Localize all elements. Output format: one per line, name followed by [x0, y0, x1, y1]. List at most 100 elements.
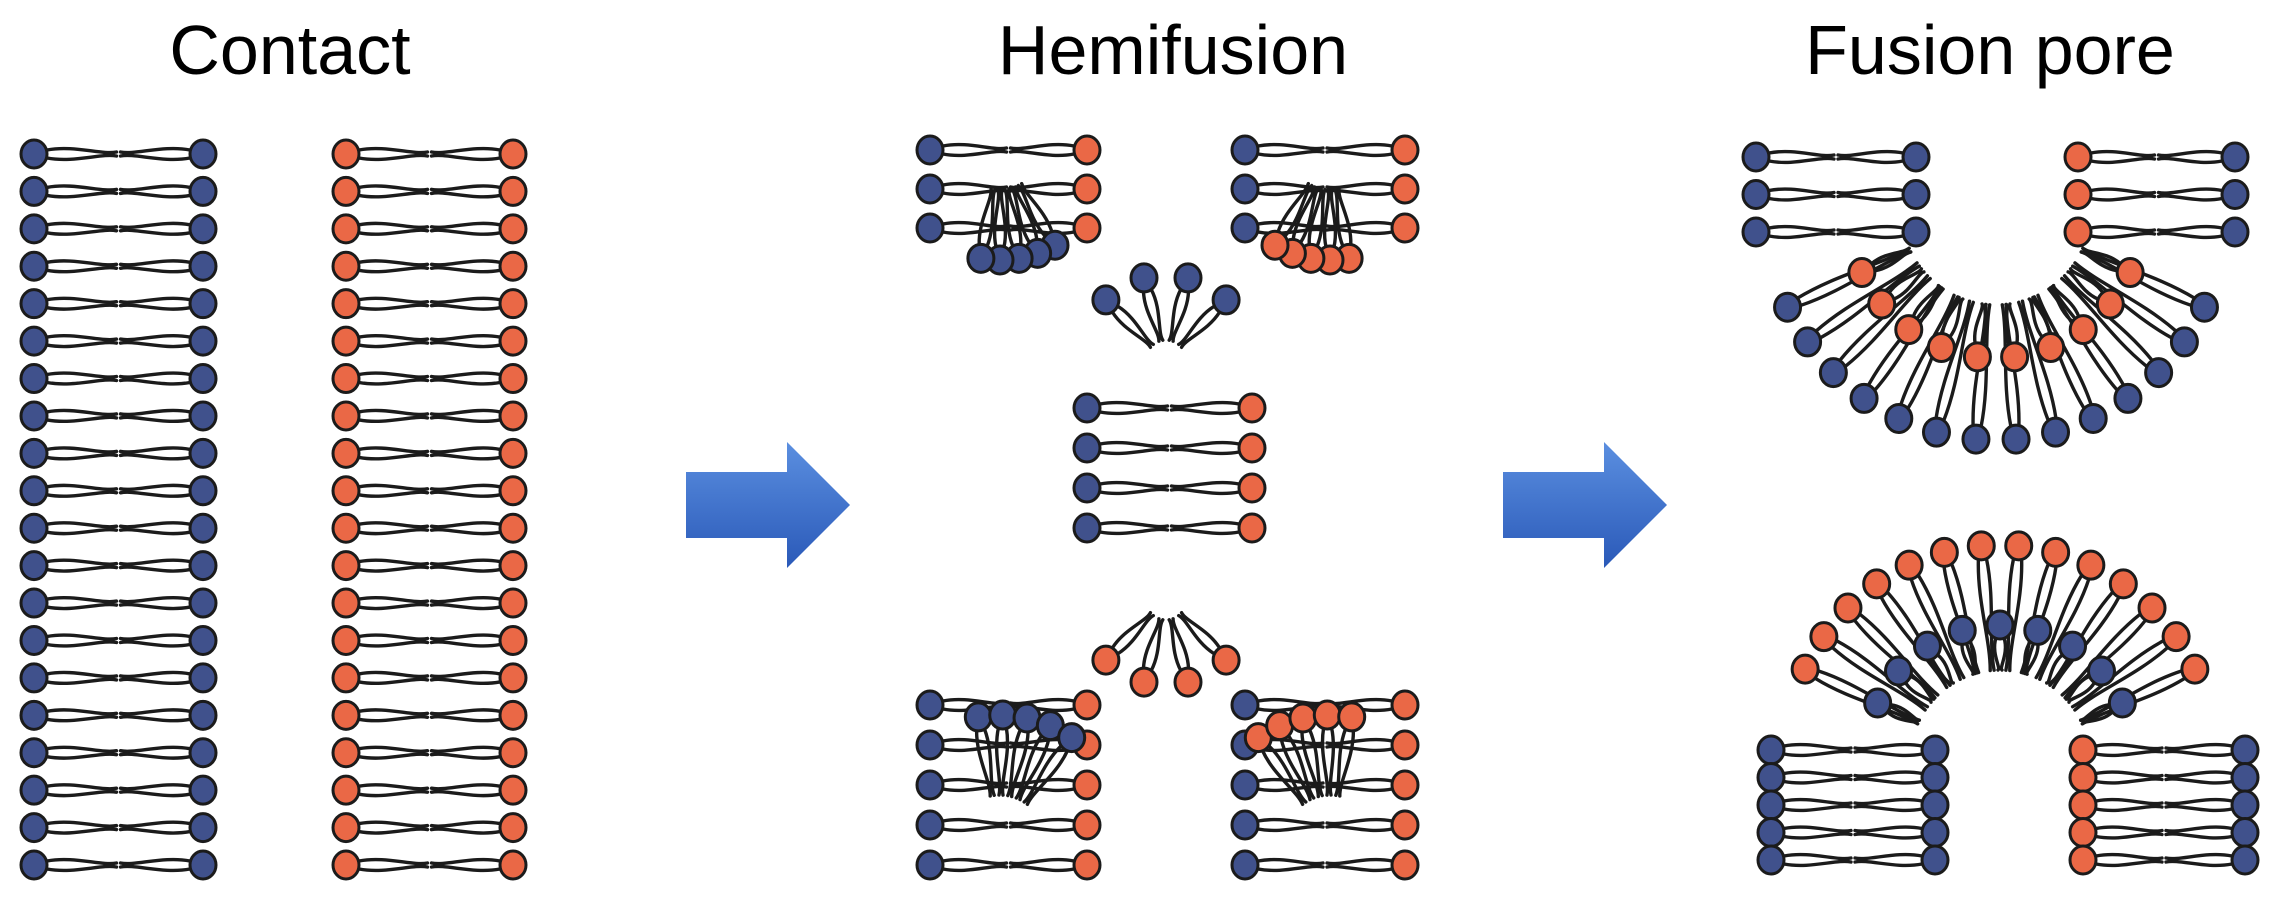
- lipid-tail: [118, 146, 192, 155]
- lipid-tail: [45, 191, 119, 199]
- lipid-tail: [2164, 859, 2234, 868]
- lipid-head: [188, 288, 218, 320]
- lipid-head: [1390, 849, 1420, 881]
- lipid-tail: [1315, 188, 1327, 248]
- lipid-tail: [1169, 407, 1241, 416]
- lipid-head: [498, 587, 528, 619]
- lipid-tail: [1256, 824, 1325, 833]
- lipid-tail: [999, 188, 1008, 249]
- lipid-tail: [1337, 187, 1353, 247]
- lipid-head: [331, 475, 361, 507]
- lipid-tail: [118, 340, 192, 349]
- lipid-tail: [1020, 181, 1054, 234]
- lipid-tail: [1325, 864, 1394, 873]
- lipid-head: [2230, 734, 2260, 766]
- lipid-tail: [429, 827, 502, 835]
- lipid-tail: [1025, 748, 1070, 806]
- lipid-head: [1390, 134, 1420, 166]
- lipid-tail: [45, 527, 119, 536]
- lipid-head: [19, 849, 49, 881]
- lipid-tail: [1149, 287, 1165, 342]
- lipid-tail: [2094, 777, 2164, 785]
- lipid-tail: [1782, 832, 1853, 840]
- lipid-head: [1390, 809, 1420, 841]
- lipid-tail: [1013, 185, 1039, 242]
- lipid-head: [2076, 549, 2106, 581]
- lipid-tail: [357, 371, 430, 379]
- lipid-tail: [1889, 703, 1921, 722]
- lipid-tail: [118, 752, 192, 760]
- lipid-head: [1901, 141, 1931, 173]
- lipid-tail: [45, 521, 119, 529]
- lipid-tail: [118, 228, 192, 236]
- lipid-tail: [357, 446, 430, 454]
- lipid-tail: [2094, 832, 2164, 840]
- lipid-tail: [1169, 400, 1241, 409]
- lipid-tail: [2094, 797, 2164, 806]
- lipid-tail: [1110, 310, 1153, 349]
- lipid-head: [2189, 291, 2219, 323]
- lipid-tail: [118, 783, 192, 791]
- lipid-tail: [118, 266, 192, 274]
- lipid-tail: [1014, 734, 1044, 800]
- lipid-head: [1072, 392, 1102, 424]
- lipid-head: [19, 288, 49, 320]
- lipid-head: [2220, 216, 2250, 248]
- lipid-tail: [118, 640, 192, 648]
- lipid-tail: [1853, 770, 1924, 778]
- lipid-tail: [1870, 246, 1911, 266]
- lipid-tail: [941, 149, 1009, 158]
- lipid-tail: [1320, 726, 1330, 797]
- lipid-tail: [357, 153, 430, 162]
- lipid-tail: [429, 820, 502, 828]
- lipid-tail: [1853, 804, 1924, 813]
- lipid-tail: [1010, 186, 1032, 245]
- lipid-head: [1756, 762, 1786, 793]
- lipid-tail: [357, 259, 430, 267]
- lipid-tail: [1886, 710, 1920, 726]
- lipid-head: [188, 699, 218, 731]
- lipid-head: [19, 250, 49, 282]
- lipid-head: [19, 213, 49, 245]
- lipid-tail: [357, 715, 430, 723]
- lipid-tail: [1853, 825, 1924, 833]
- lipid-head: [19, 512, 49, 544]
- lipid-head: [1072, 689, 1102, 721]
- lipid-head: [1072, 769, 1102, 801]
- lipid-tail: [2048, 657, 2071, 687]
- lipid-tail: [1169, 527, 1241, 536]
- lipid-head: [1173, 262, 1203, 294]
- lipid-tail: [1018, 737, 1051, 802]
- lipid-head: [2063, 141, 2093, 173]
- lipid-tail: [1167, 618, 1183, 673]
- lipid-tail: [1853, 749, 1924, 758]
- lipid-tail: [1016, 183, 1047, 238]
- lipid-tail: [1782, 859, 1853, 868]
- lipid-tail: [1008, 697, 1076, 706]
- lipid-tail: [118, 789, 192, 798]
- lipid-head: [1894, 549, 1924, 581]
- lipid-tail: [1098, 400, 1170, 409]
- lipid-tail: [2051, 283, 2081, 319]
- lipid-tail: [45, 490, 119, 498]
- lipid-head: [498, 288, 528, 320]
- lipid-tail: [1782, 852, 1853, 861]
- hemifusion-panel: [915, 134, 1420, 881]
- lipid-tail: [974, 728, 992, 798]
- lipid-tail: [118, 446, 192, 454]
- lipid-tail: [2156, 187, 2224, 195]
- lipid-head: [1756, 817, 1786, 848]
- lipid-head: [1072, 849, 1102, 881]
- lipid-head: [2068, 844, 2098, 876]
- lipid-head: [1894, 314, 1924, 346]
- lipid-tail: [1814, 261, 1919, 333]
- lipid-tail: [118, 453, 192, 461]
- lipid-tail: [2073, 645, 2170, 712]
- lipid-head: [1072, 512, 1102, 544]
- lipid-tail: [1110, 611, 1153, 650]
- lipid-head: [19, 400, 49, 432]
- lipid-tail: [2081, 246, 2122, 266]
- lipid-head: [2180, 653, 2210, 685]
- lipid-head: [915, 173, 945, 205]
- lipid-tail: [2066, 270, 2100, 301]
